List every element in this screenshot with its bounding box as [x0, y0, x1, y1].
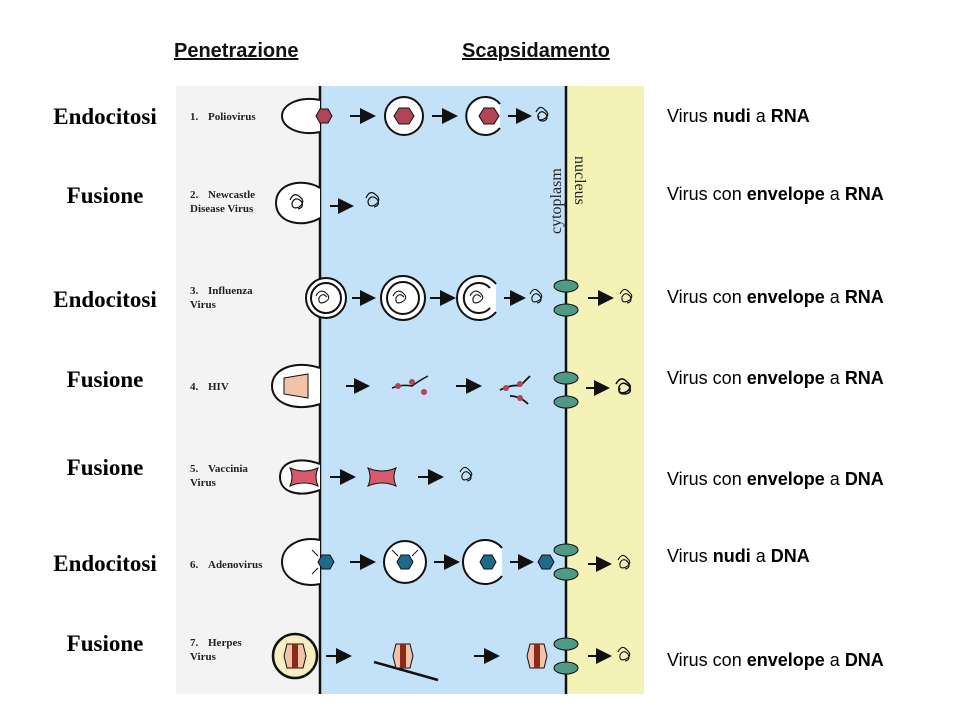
virus-name: 7.Herpes Virus — [190, 636, 252, 664]
virus-number: 5. — [190, 463, 199, 475]
virus-type: Virus con envelope a RNA — [667, 368, 884, 389]
virus-label: HIV — [208, 381, 229, 393]
row-4-drawing — [270, 363, 632, 409]
type-genome: RNA — [844, 287, 884, 307]
row-3-drawing — [305, 275, 633, 321]
type-mid: a — [755, 546, 766, 566]
header-uncoating: Scapsidamento — [462, 40, 610, 62]
type-kind: envelope — [746, 287, 825, 307]
virus-number: 3. — [190, 285, 199, 297]
mechanism-label: Endocitosi — [53, 287, 157, 312]
virus-type: Virus con envelope a DNA — [667, 650, 884, 671]
nucleus-label: nucleus — [571, 156, 588, 205]
virus-type: Virus con envelope a DNA — [667, 469, 884, 490]
type-kind: envelope — [746, 469, 825, 489]
virus-name: 6. Adenovirus — [190, 558, 280, 572]
type-genome: DNA — [770, 546, 810, 566]
type-mid: a — [829, 469, 840, 489]
virus-name: 1. Poliovirus — [190, 110, 280, 124]
type-prefix: Virus con — [667, 287, 742, 307]
type-mid: a — [829, 650, 840, 670]
type-prefix: Virus — [667, 106, 708, 126]
type-kind: envelope — [746, 368, 825, 388]
virus-label: Newcastle Disease Virus — [190, 189, 256, 215]
virus-label: Poliovirus — [208, 111, 256, 123]
type-prefix: Virus con — [667, 184, 742, 204]
virus-name: 2.Newcastle Disease Virus — [190, 188, 266, 216]
mechanism-label: Fusione — [66, 367, 144, 392]
mechanism-label: Endocitosi — [53, 551, 157, 576]
virus-label: Vaccinia Virus — [190, 463, 248, 489]
mechanism-label: Fusione — [66, 455, 144, 480]
type-mid: a — [755, 106, 766, 126]
virus-label: Adenovirus — [208, 559, 263, 571]
type-prefix: Virus — [667, 546, 708, 566]
type-mid: a — [829, 184, 840, 204]
type-genome: DNA — [844, 469, 884, 489]
type-kind: envelope — [746, 650, 825, 670]
virus-label: Influenza Virus — [190, 285, 253, 311]
type-kind: nudi — [712, 546, 751, 566]
type-prefix: Virus con — [667, 368, 742, 388]
virus-type: Virus con envelope a RNA — [667, 184, 884, 205]
row-6-drawing — [280, 538, 631, 586]
row-1-drawing — [280, 96, 549, 136]
virus-number: 2. — [190, 189, 199, 201]
type-mid: a — [829, 368, 840, 388]
virus-name: 4. HIV — [190, 380, 280, 394]
type-genome: RNA — [770, 106, 810, 126]
virus-number: 7. — [190, 637, 199, 649]
type-genome: RNA — [844, 184, 884, 204]
mechanism-label: Fusione — [66, 183, 144, 208]
virus-name: 3.Influenza Virus — [190, 284, 262, 312]
virus-type: Virus con envelope a RNA — [667, 287, 884, 308]
type-kind: nudi — [712, 106, 751, 126]
row-5-drawing — [278, 459, 473, 495]
type-mid: a — [829, 287, 840, 307]
virus-type: Virus nudi a DNA — [667, 546, 810, 567]
row-2-drawing — [274, 181, 380, 225]
virus-name: 5.Vaccinia Virus — [190, 462, 262, 490]
virus-number: 6. — [190, 559, 199, 571]
type-kind: envelope — [746, 184, 825, 204]
virus-type: Virus nudi a RNA — [667, 106, 810, 127]
row-7-drawing — [271, 632, 631, 682]
cytoplasm-label: cytoplasm — [548, 168, 565, 234]
cytoplasm-region — [320, 86, 566, 694]
type-genome: RNA — [844, 368, 884, 388]
mechanism-label: Endocitosi — [53, 104, 157, 129]
type-prefix: Virus con — [667, 469, 742, 489]
virus-label: Herpes Virus — [190, 637, 242, 663]
virus-number: 1. — [190, 111, 199, 123]
type-prefix: Virus con — [667, 650, 742, 670]
header-penetration: Penetrazione — [174, 40, 299, 62]
virus-number: 4. — [190, 381, 199, 393]
mechanism-label: Fusione — [66, 631, 144, 656]
type-genome: DNA — [844, 650, 884, 670]
